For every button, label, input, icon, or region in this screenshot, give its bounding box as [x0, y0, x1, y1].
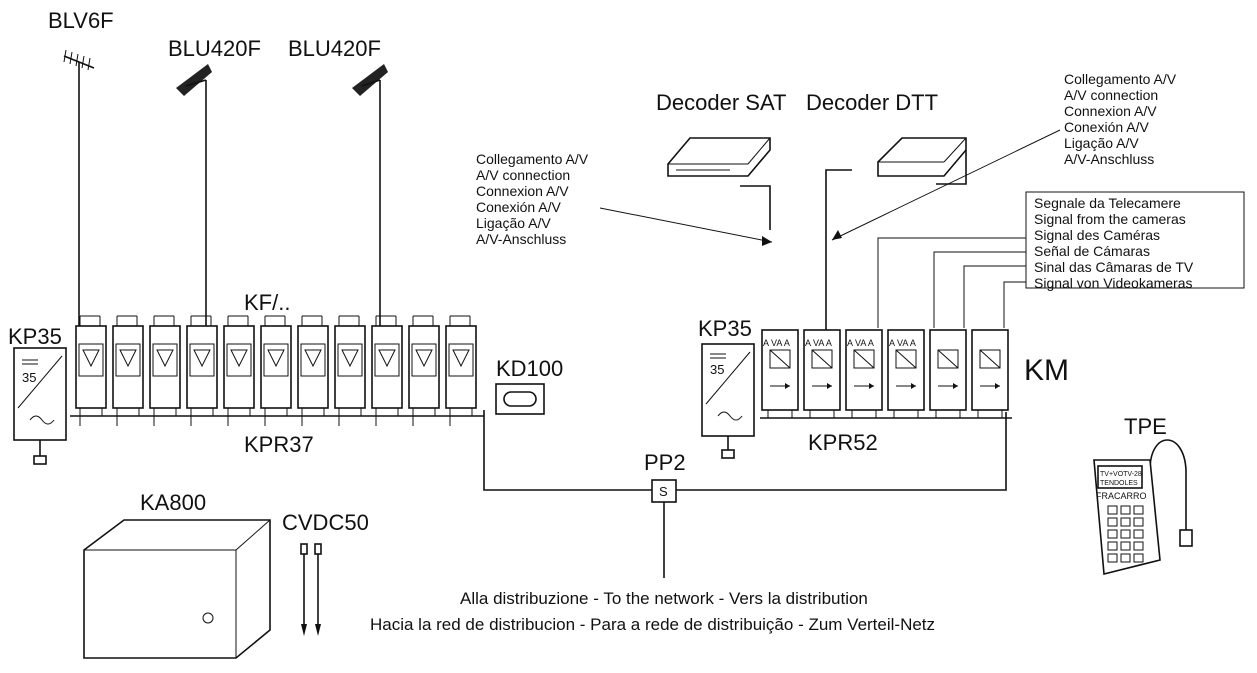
svg-text:Ligação A/V: Ligação A/V	[476, 215, 551, 231]
av-arrow-left	[599, 207, 773, 243]
svg-text:A/V connection: A/V connection	[476, 167, 570, 183]
svg-text:A/V connection: A/V connection	[1064, 87, 1158, 103]
right-modulator-modules: A VA A A VA A A VA A A VA A	[761, 329, 1009, 418]
modulator-io-label: A VA A	[763, 338, 790, 348]
modulator-io-label: A VA A	[889, 338, 916, 348]
svg-text:Conexión A/V: Conexión A/V	[476, 199, 561, 215]
kd100-label: KD100	[496, 356, 563, 381]
modulator-io-label: A VA A	[805, 338, 832, 348]
decoder-dtt-label: Decoder DTT	[806, 90, 938, 115]
cabinet-label: KA800	[140, 490, 206, 515]
left-amplifier-modules	[75, 315, 477, 426]
av-note-right: Collegamento A/V A/V connection Connexio…	[1064, 71, 1177, 167]
filter-module	[75, 315, 107, 426]
mixer-pp2: S	[651, 479, 677, 503]
svg-text:Ligação A/V: Ligação A/V	[1064, 135, 1139, 151]
filter-module	[445, 315, 477, 426]
programmer-keypad	[1107, 505, 1144, 563]
modulator-io-label: A VA A	[847, 338, 874, 348]
svg-text:Signal von Videokameras: Signal von Videokameras	[1034, 275, 1193, 291]
modulator-module: A VA A	[845, 329, 883, 418]
svg-text:Connexion A/V: Connexion A/V	[1064, 103, 1157, 119]
filter-module	[223, 315, 255, 426]
antenna-blv6f	[63, 49, 95, 330]
av-note-left: Collegamento A/V A/V connection Connexio…	[476, 151, 589, 247]
filter-module	[408, 315, 440, 426]
left-psu-value: 35	[22, 370, 36, 385]
camera-note: Segnale da Telecamere Signal from the ca…	[1025, 191, 1245, 291]
svg-text:Collegamento A/V: Collegamento A/V	[476, 151, 589, 167]
svg-text:A/V-Anschluss: A/V-Anschluss	[1064, 151, 1154, 167]
filters-label: KF/..	[244, 290, 290, 315]
antenna-label-2: BLU420F	[168, 36, 261, 61]
decoder-dtt	[825, 137, 967, 330]
cabinet-ka800	[83, 519, 271, 659]
antenna-label-1: BLV6F	[48, 8, 114, 33]
modulator-module	[929, 329, 967, 418]
antenna-blu420f-2	[352, 64, 388, 330]
right-psu-value: 35	[710, 362, 724, 377]
av-arrow-right	[831, 129, 1061, 241]
cable-label: CVDC50	[282, 510, 369, 535]
antenna-label-3: BLU420F	[288, 36, 381, 61]
programmer-screen-1: TV+VOTV-28	[1100, 471, 1142, 478]
decoder-sat	[667, 137, 771, 230]
filter-module	[371, 315, 403, 426]
filter-module	[186, 315, 218, 426]
svg-text:Señal de Cámaras: Señal de Cámaras	[1034, 243, 1150, 259]
filter-module	[334, 315, 366, 426]
right-power-supply: 35	[701, 343, 755, 459]
filter-module	[297, 315, 329, 426]
modulator-module: A VA A	[761, 329, 799, 418]
programmer-brand: FRACARRO	[1096, 491, 1147, 501]
modulator-module: A VA A	[887, 329, 925, 418]
modulator-module: A VA A	[803, 329, 841, 418]
programmer-screen-2: TENDOLES	[1100, 480, 1138, 487]
left-psu-label: KP35	[8, 324, 62, 349]
cable-cvdc50	[300, 543, 322, 636]
left-rail-label: KPR37	[244, 432, 314, 457]
antenna-blu420f-1	[176, 64, 212, 330]
programmer-tpe: TV+VOTV-28 TENDOLES FRACARRO	[1093, 439, 1193, 576]
svg-text:Hacia la red de distribucion -: Hacia la red de distribucion - Para a re…	[370, 615, 935, 634]
svg-text:Alla distribuzione - To the ne: Alla distribuzione - To the network - Ve…	[460, 589, 868, 608]
km-label: KM	[1024, 354, 1069, 387]
camera-feed-lines	[877, 237, 1026, 328]
svg-text:Conexión A/V: Conexión A/V	[1064, 119, 1149, 135]
svg-text:A/V-Anschluss: A/V-Anschluss	[476, 231, 566, 247]
svg-text:Connexion A/V: Connexion A/V	[476, 183, 569, 199]
output-cabling	[483, 410, 1007, 578]
modulator-module	[971, 329, 1009, 418]
left-power-supply: 35	[13, 347, 67, 465]
svg-text:Sinal das Câmaras de TV: Sinal das Câmaras de TV	[1034, 259, 1194, 275]
filter-module	[260, 315, 292, 426]
right-psu-label: KP35	[698, 316, 752, 341]
svg-text:Segnale da Telecamere: Segnale da Telecamere	[1034, 195, 1181, 211]
svg-text:Signal des Caméras: Signal des Caméras	[1034, 227, 1160, 243]
kd100-module	[495, 383, 545, 415]
filter-module	[112, 315, 144, 426]
mixer-mark: S	[659, 484, 668, 499]
network-caption: Alla distribuzione - To the network - Ve…	[370, 589, 935, 634]
filter-module	[149, 315, 181, 426]
svg-text:Collegamento A/V: Collegamento A/V	[1064, 71, 1177, 87]
svg-text:Signal from the cameras: Signal from the cameras	[1034, 211, 1186, 227]
decoder-sat-label: Decoder SAT	[656, 90, 786, 115]
right-rail-label: KPR52	[808, 430, 878, 455]
mixer-label: PP2	[644, 450, 686, 475]
programmer-label: TPE	[1124, 414, 1167, 439]
